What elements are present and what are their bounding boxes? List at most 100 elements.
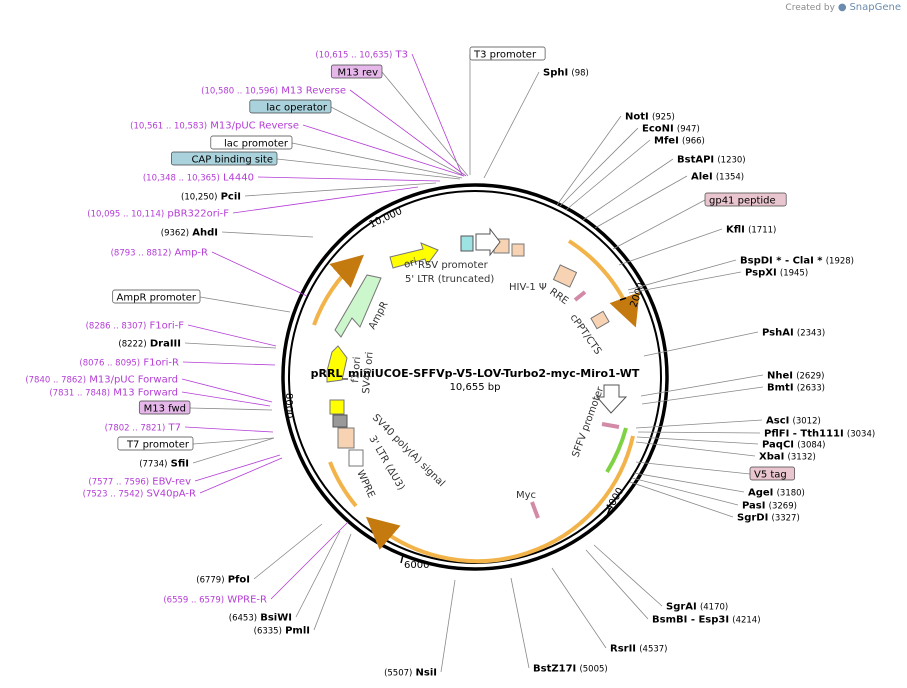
label-leader-line [618,228,723,266]
site-label: KflI (1711) [726,225,776,236]
label-leader-line [184,342,277,349]
feature-tag-label: lac promoter [224,139,289,150]
feature-box-2 [511,243,525,257]
feature-small-1 [573,290,587,302]
label-leader-line [640,374,764,397]
site-label: NheI (2629) [767,371,824,382]
primer-label: (8076 .. 8095) F1ori-R [79,358,179,369]
label-leader-line [330,106,465,177]
label-leader-line [582,158,674,221]
sv40pa-box [332,414,348,428]
myc-mark [530,501,540,519]
v5-mark [601,422,620,429]
feature-tag-label: M13 fwd [144,404,186,415]
tick-label: 10,000 [368,206,404,231]
label-leader-line [585,549,649,620]
site-label: (8222) DraIII [118,339,181,350]
label-leader-line [627,259,737,291]
site-label: EcoNI (947) [642,124,700,135]
site-label: PasI (3269) [742,501,797,512]
label-leader-line [483,71,540,179]
feature-tag-box [469,46,546,61]
feature-tag-box [210,135,293,150]
feature-tag-box [749,466,795,481]
feature-label: RRE [547,286,570,307]
label-leader-line [232,186,419,214]
site-label: (6335) PmlI [254,626,310,637]
label-leader-line [633,472,745,493]
feature-label: f1 ori [350,356,363,383]
label-leader-line [593,544,663,607]
feature-label: 5' LTR (truncated) [405,274,494,285]
site-label: (6779) PfoI [196,575,250,586]
feature-tag-label: T7 promoter [126,440,190,451]
site-label: MfeI (966) [654,136,705,147]
site-label: SgrAI (4170) [666,602,728,613]
label-leader-line [184,426,274,433]
label-leader-line [291,142,463,179]
label-leader-line [302,124,465,177]
feature-label: WPRE [354,469,376,500]
label-leader-line [181,378,273,403]
primer-label: (10,580 .. 10,596) M13 Reverse [201,86,346,97]
site-label: (5507) NsiI [384,668,437,679]
primer-label: (7577 .. 7596) EBV-rev [88,477,191,488]
site-label: PflFI - Tth111I (3034) [764,429,875,440]
ori-arrow-icon [389,242,439,269]
site-label: (6453) BsiWI [229,613,292,624]
primer-label: (8793 .. 8812) Amp-R [111,248,208,259]
f1ori-arrow-icon [326,345,348,383]
orf-arrow-left [312,254,364,326]
label-leader-line [295,530,341,618]
tick-label: 8000 [283,393,294,418]
primer-label: (7840 .. 7862) M13/pUC Forward [25,375,178,386]
label-leader-line [635,461,751,475]
label-leader-line [565,139,651,211]
site-label: PspXI (1945) [745,268,808,279]
feature-tag-box [138,400,191,415]
site-label: RsrII (4537) [610,644,667,655]
primer-label: (10,095 .. 10,114) pBR322ori-F [87,209,229,220]
label-leader-line [559,127,639,207]
label-leader-line [221,231,314,238]
feature-tag-box [704,192,787,207]
site-label: BspDI * - ClaI * (1928) [740,256,854,267]
primer-label: (10,561 .. 10,583) M13/pUC Reverse [130,121,299,132]
feature-label: RSV promoter [418,260,489,271]
sv40ori-box [329,399,345,415]
label-leader-line [440,579,456,673]
label-leader-line [349,89,467,177]
feature-tag-label: T3 promoter [473,50,537,61]
feature-label: HIV-1 Ψ [509,282,547,293]
snapgene-logo-icon: ● [837,2,847,13]
label-leader-line [253,523,323,580]
site-label: (7734) SfiI [139,459,189,470]
site-label: AleI (1354) [691,172,744,183]
label-leader-line [270,521,349,600]
primer-label: (8286 .. 8307) F1ori-F [86,321,185,332]
feature-tag-box [249,99,332,114]
label-leader-line [194,454,281,482]
orf-arrow-bottom [365,435,635,564]
feature-tag-box [112,289,201,304]
primer-label: (6559 .. 6579) WPRE-R [163,595,267,606]
primer-label: (10,615 .. 10,635) T3 [315,50,408,61]
site-label: AgeI (3180) [748,488,805,499]
feature-label: SFFV promoter [570,385,606,459]
feature-tag-label: lac operator [266,103,327,114]
feature-tag-label: M13 rev [338,68,379,79]
primer-label: (10,348 .. 10,365) L4440 [143,173,254,184]
feature-tag-box [330,64,383,79]
label-leader-line [199,296,291,313]
label-leader-line [594,175,688,229]
tick-label: 6000 [404,560,429,571]
sffv-green-segment [605,427,628,474]
site-label: XbaI (3132) [759,452,816,463]
label-leader-line [643,331,759,357]
wpre-box [348,449,364,467]
site-label: BsmBI - Esp3I (4214) [652,615,761,626]
sffv-arrow-icon [595,384,628,414]
site-label: AscI (3012) [766,416,821,427]
label-leader-line [636,436,759,445]
